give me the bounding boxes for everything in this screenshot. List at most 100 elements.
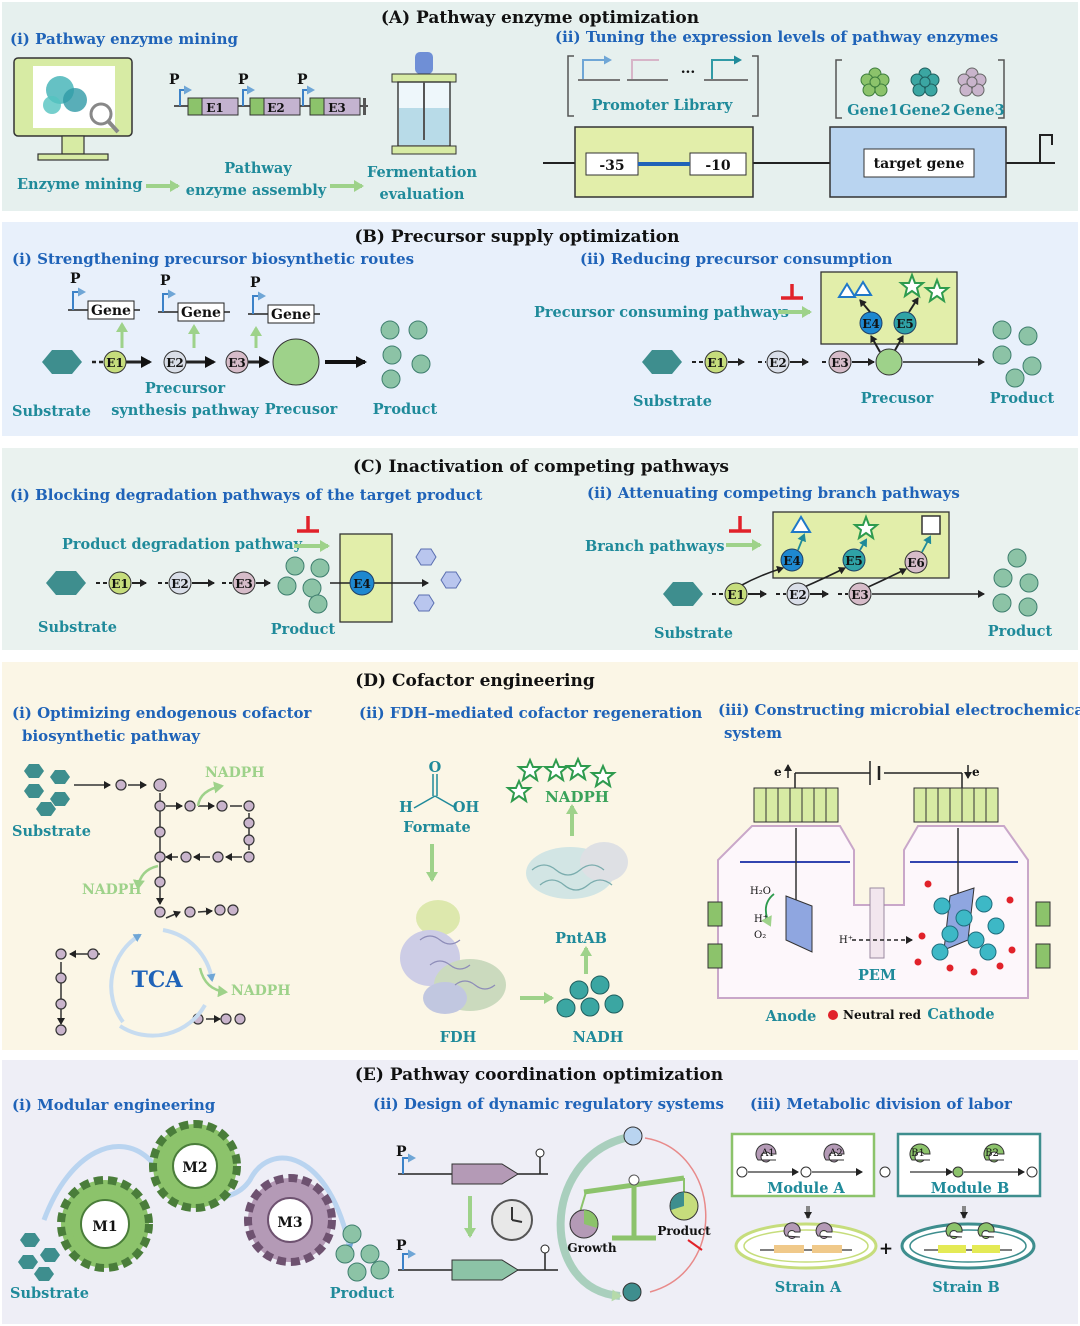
b-enzyme-e5-label: E5 <box>896 317 914 331</box>
module-a-box <box>730 1132 891 1198</box>
d-pem: PEM <box>858 967 896 984</box>
c-enzyme-e3-2-label: E3 <box>851 588 869 602</box>
b-arrow-to-e4 <box>870 335 881 353</box>
e-product-cluster <box>335 1224 390 1282</box>
d-electron-1: e <box>774 765 782 779</box>
panel-d-sub2: (ii) FDH–mediated cofactor regeneration <box>359 704 702 722</box>
c-triangle <box>790 515 812 533</box>
promoter-p1: P <box>169 72 180 88</box>
b-enzyme-e2-2 <box>766 350 790 374</box>
d-tca-arc-3 <box>118 1004 207 1038</box>
b-promoter-p3: P <box>250 275 261 291</box>
d-electron-2: e <box>972 765 980 779</box>
product-cluster-b2 <box>992 320 1042 388</box>
c-enzyme-e3-2 <box>848 582 872 606</box>
substrate-hexagon <box>42 350 82 374</box>
d-label-pntab: PntAB <box>555 930 607 947</box>
panel-c-sub1: (i) Blocking degradation pathways of the… <box>10 486 482 504</box>
d-o2: O₂ <box>754 930 766 941</box>
d-substrate-cluster <box>24 764 70 816</box>
formate-oh: OH <box>453 799 480 816</box>
d-label-fdh: FDH <box>440 1029 477 1046</box>
box-minus10: -10 <box>705 158 731 174</box>
library-dots: ... <box>681 61 696 77</box>
formate-o: O <box>429 759 442 776</box>
b-label-product-2: Product <box>990 390 1055 407</box>
enzyme-e1-label: E1 <box>106 356 124 370</box>
c-substrate-hexagon <box>46 571 86 595</box>
gene-e1: E1 <box>206 101 224 115</box>
b-stars <box>898 272 951 304</box>
d-nadph-arrow-2 <box>132 864 159 890</box>
e-b1: B1 <box>911 1148 925 1159</box>
c-label-degradation: Product degradation pathway <box>62 536 303 553</box>
b-gene-2: Gene <box>181 305 221 321</box>
fermenter-icon <box>391 52 457 155</box>
c-enzyme-e3 <box>232 571 256 595</box>
panel-e-sub3: (iii) Metabolic division of labor <box>750 1095 1013 1113</box>
promoter-library <box>567 55 759 117</box>
c-product-cluster-2 <box>992 548 1039 617</box>
d-label-formate: Formate <box>403 819 470 836</box>
gear-m3 <box>244 1174 336 1266</box>
gear-m1 <box>57 1176 153 1272</box>
d-label-nadph-fdh: NADPH <box>545 788 609 806</box>
c-square <box>921 515 941 535</box>
precursor-circle <box>272 338 320 386</box>
c-enzyme-e1 <box>108 571 132 595</box>
d-label-nadh: NADH <box>573 1029 624 1046</box>
b-label-precursor-1: Precusor <box>265 401 338 418</box>
c-enzyme-e2-label: E2 <box>171 577 189 591</box>
gear-m2-label: M2 <box>182 1160 207 1176</box>
b-label-substrate-2: Substrate <box>633 393 712 410</box>
d-tca-arc-2 <box>162 928 216 982</box>
promoter-p3: P <box>297 72 308 88</box>
b-precursor-small <box>875 348 903 376</box>
b-enzyme-e1-2 <box>704 350 728 374</box>
d-nadph-stars <box>505 756 617 804</box>
gear-m3-label: M3 <box>277 1215 302 1231</box>
box-minus35: -35 <box>599 158 624 174</box>
c-label-product-1: Product <box>271 621 336 638</box>
e-promoter-p2: P <box>396 1238 407 1254</box>
b-label-product-1: Product <box>373 401 438 418</box>
d-nadph-arrow-3 <box>198 967 228 998</box>
c-product-cluster-1 <box>277 556 330 614</box>
computer-icon <box>13 57 133 161</box>
c-label-substrate-1: Substrate <box>38 619 117 636</box>
gene-e3: E3 <box>328 101 346 115</box>
gene-e2: E2 <box>267 101 285 115</box>
c-arr-to-e4 <box>739 565 784 587</box>
panel-a-sub2: (ii) Tuning the expression levels of pat… <box>555 28 998 46</box>
c-branch-e5 <box>842 548 866 572</box>
b-promoter-p2: P <box>160 273 171 289</box>
c-block-symbol-1 <box>297 516 319 533</box>
panel-a-title: (A) Pathway enzyme optimization <box>381 8 699 28</box>
c-enzyme-e2-2 <box>786 582 810 606</box>
d-nadph-3: NADPH <box>231 983 291 999</box>
d-tca-arc-1 <box>109 933 142 1024</box>
panel-e: (E) Pathway coordination optimization (i… <box>2 1060 1078 1324</box>
b-promoter-p1: P <box>70 271 81 287</box>
panel-c-title: (C) Inactivation of competing pathways <box>353 457 729 477</box>
b-arrow-tri <box>859 299 871 313</box>
c-arr-e6 <box>921 535 932 553</box>
d-label-substrate: Substrate <box>12 823 91 840</box>
c-star <box>852 514 880 541</box>
b-enzyme-e4-label: E4 <box>862 317 880 331</box>
box-target-gene: target gene <box>874 156 965 172</box>
d-hplus-2: H⁺ <box>839 935 853 946</box>
b-label-substrate-1: Substrate <box>12 403 91 420</box>
expression-construct <box>543 126 1055 198</box>
panel-c-sub2: (ii) Attenuating competing branch pathwa… <box>587 484 960 502</box>
gene2-label: Gene2 <box>899 102 950 119</box>
panel-b: (B) Precursor supply optimization (i) St… <box>2 222 1078 436</box>
d-cathode: Cathode <box>927 1006 994 1023</box>
label-pathway-1: Pathway <box>224 160 292 177</box>
c-enzyme-e4 <box>349 570 375 596</box>
e-label-product: Product <box>330 1285 395 1302</box>
e-plus: + <box>879 1239 893 1259</box>
c-enzyme-e3-label: E3 <box>235 577 253 591</box>
c-label-substrate-2: Substrate <box>654 625 733 642</box>
